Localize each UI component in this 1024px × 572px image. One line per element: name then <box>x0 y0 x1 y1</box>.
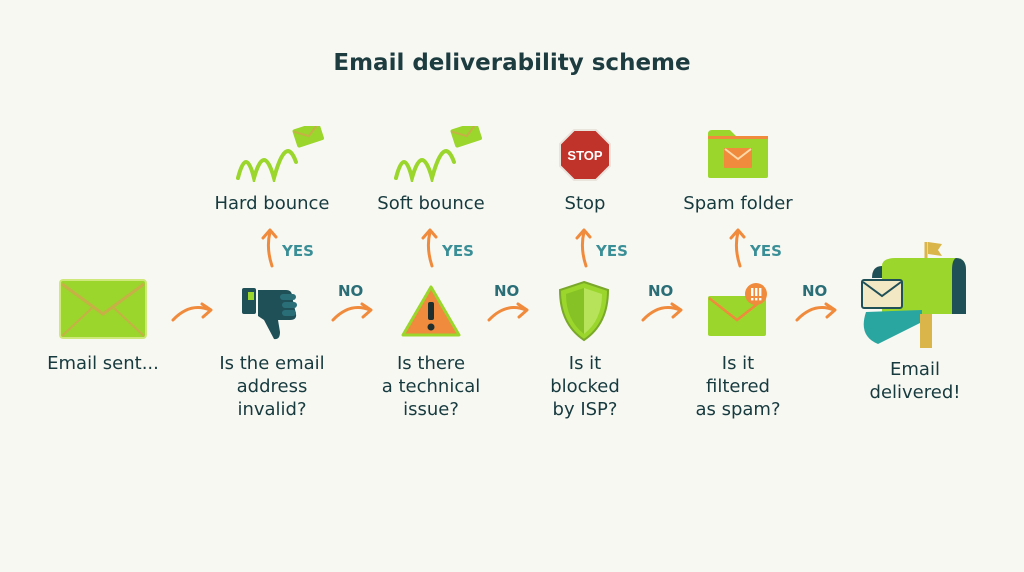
warning-icon <box>400 284 462 338</box>
yes-label: YES <box>596 242 628 260</box>
question-blocked-by-isp: Is it blocked by ISP? <box>550 353 620 420</box>
no-label: NO <box>494 282 520 300</box>
arrow-right-icon <box>486 298 532 326</box>
arrow-up-icon <box>260 226 280 268</box>
question-invalid-address: Is the email address invalid? <box>219 353 325 420</box>
outcome-stop: Stop <box>564 193 606 214</box>
arrow-up-icon <box>420 226 440 268</box>
bouncing-envelope-icon <box>392 126 484 182</box>
spam-envelope-icon <box>706 282 772 338</box>
arrow-right-icon <box>640 298 686 326</box>
mailbox-icon <box>852 236 972 348</box>
outcome-hard-bounce: Hard bounce <box>214 193 330 214</box>
folder-envelope-icon <box>706 128 770 180</box>
no-label: NO <box>802 282 828 300</box>
no-label: NO <box>648 282 674 300</box>
outcome-spam-folder: Spam folder <box>683 193 793 214</box>
thumbs-down-icon <box>240 284 302 342</box>
question-filtered-as-spam: Is it filtered as spam? <box>695 353 781 420</box>
shield-icon <box>556 280 612 342</box>
arrow-right-icon <box>794 298 840 326</box>
yes-label: YES <box>442 242 474 260</box>
arrow-right-icon <box>170 298 216 326</box>
arrow-right-icon <box>330 298 376 326</box>
envelope-icon <box>58 278 148 340</box>
bouncing-envelope-icon <box>234 126 326 182</box>
no-label: NO <box>338 282 364 300</box>
arrow-up-icon <box>574 226 594 268</box>
question-technical-issue: Is there a technical issue? <box>381 353 481 420</box>
diagram-title: Email deliverability scheme <box>333 50 691 76</box>
arrow-up-icon <box>728 226 748 268</box>
stop-sign-icon: STOP <box>558 128 612 182</box>
outcome-soft-bounce: Soft bounce <box>377 193 485 214</box>
end-label: Email delivered! <box>869 359 961 403</box>
stop-sign-text: STOP <box>567 148 602 163</box>
start-label: Email sent... <box>47 353 159 374</box>
yes-label: YES <box>282 242 314 260</box>
yes-label: YES <box>750 242 782 260</box>
